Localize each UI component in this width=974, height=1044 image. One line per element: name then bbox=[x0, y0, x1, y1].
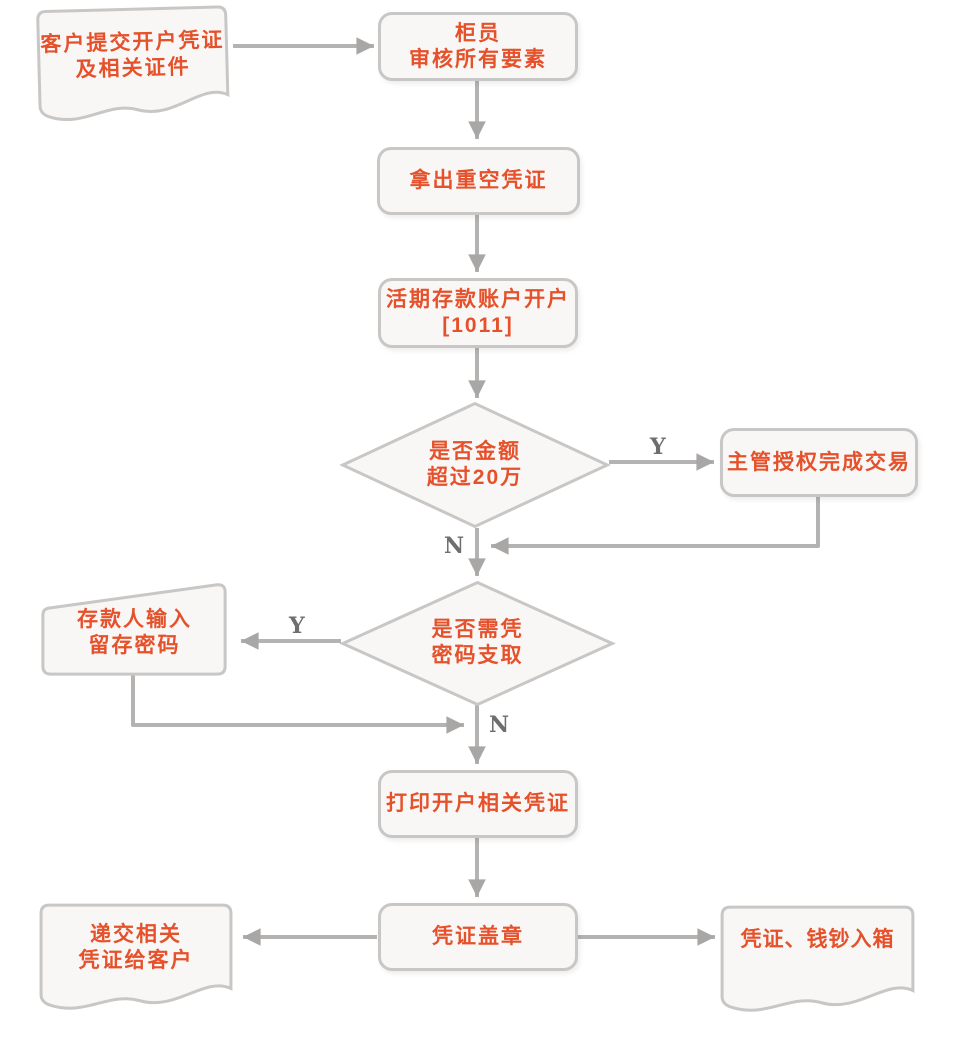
edge-label-password-no: N bbox=[489, 712, 510, 738]
node-open-account: 活期存款账户开户 [1011] bbox=[378, 278, 578, 348]
node-label: 凭证盖章 bbox=[432, 925, 524, 948]
node-amount-check: 是否金额 超过20万 bbox=[340, 401, 610, 529]
node-label: 是否需凭 密码支取 bbox=[431, 618, 524, 667]
node-label: 客户提交开户凭证 及相关证件 bbox=[40, 28, 225, 82]
document-shape bbox=[35, 901, 237, 1015]
node-stamp-voucher: 凭证盖章 bbox=[378, 903, 578, 971]
node-label: 存款人输入 留存密码 bbox=[77, 608, 192, 657]
document-shape bbox=[31, 2, 234, 127]
node-depositor-input: 存款人输入 留存密码 bbox=[36, 581, 233, 678]
node-password-check: 是否需凭 密码支取 bbox=[340, 580, 615, 707]
node-label: 凭证、钱钞入箱 bbox=[740, 928, 895, 951]
edge-label-amount-yes: Y bbox=[650, 434, 666, 460]
document-shape bbox=[716, 903, 919, 1017]
node-supervisor-auth: 主管授权完成交易 bbox=[720, 428, 918, 497]
node-take-voucher: 拿出重空凭证 bbox=[377, 147, 580, 215]
diamond-shape bbox=[340, 580, 615, 707]
edge-depositor-return bbox=[131, 674, 464, 734]
node-print-voucher: 打印开户相关凭证 bbox=[378, 770, 578, 838]
node-cash-box: 凭证、钱钞入箱 bbox=[716, 903, 919, 1017]
node-label: 打印开户相关凭证 bbox=[386, 792, 570, 815]
diamond-shape bbox=[340, 401, 610, 529]
node-label: 是否金额 超过20万 bbox=[426, 440, 524, 489]
edge-supervisor-return bbox=[491, 496, 820, 555]
node-label: 主管授权完成交易 bbox=[727, 450, 911, 474]
node-customer-submit: 客户提交开户凭证 及相关证件 bbox=[31, 2, 234, 127]
node-label: 递交相关 凭证给客户 bbox=[78, 923, 194, 972]
node-label: 柜员 审核所有要素 bbox=[409, 21, 547, 71]
edge-label-amount-no: N bbox=[444, 533, 465, 559]
node-teller-review: 柜员 审核所有要素 bbox=[378, 12, 578, 81]
card-shape bbox=[36, 581, 233, 678]
node-label: 活期存款账户开户 [1011] bbox=[386, 288, 570, 337]
edge-label-password-yes: Y bbox=[289, 613, 305, 639]
node-label: 拿出重空凭证 bbox=[409, 169, 548, 192]
node-deliver-voucher: 递交相关 凭证给客户 bbox=[35, 901, 237, 1015]
